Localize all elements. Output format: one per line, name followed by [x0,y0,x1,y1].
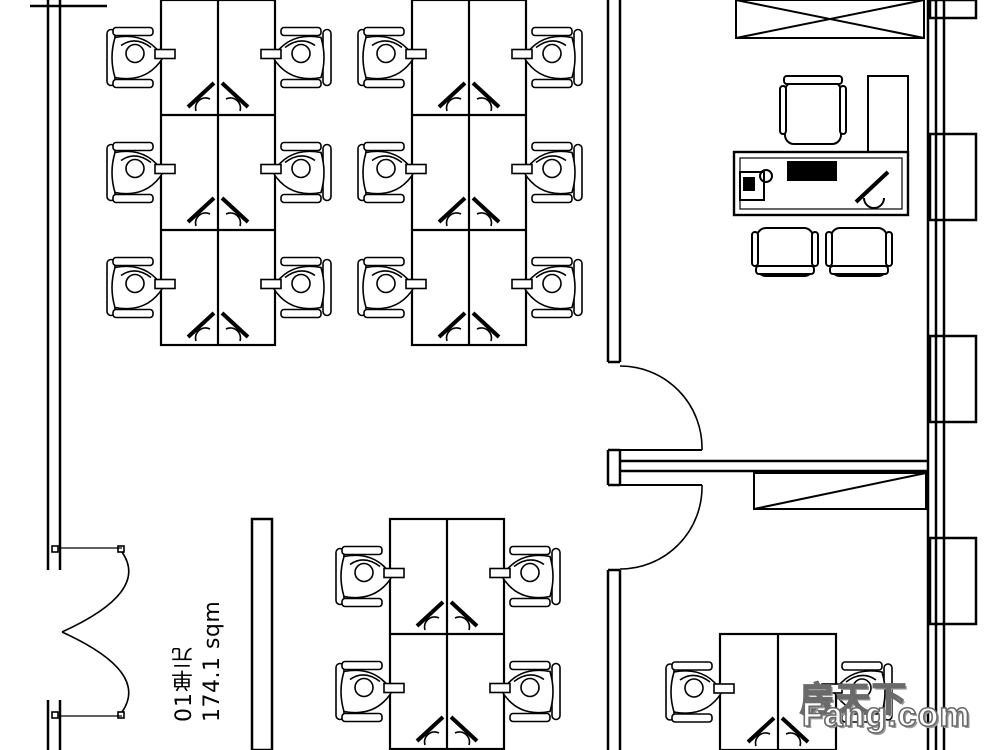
office-chair [511,256,583,319]
office-chair [357,26,427,89]
watermark-line2: Fang.com [801,695,971,735]
room-label: 01单元 174.1 sqm [171,582,231,722]
walls [30,0,978,750]
armchair [751,227,819,277]
room-area: 174.1 sqm [200,600,225,722]
monitor-icon [746,716,776,747]
monitor-icon [186,81,216,112]
desk-clusters [159,0,838,750]
office-chair [511,26,583,89]
manager-office-furniture [732,75,910,277]
monitor-icon [780,716,810,747]
monitor-icon [471,81,501,112]
monitor-icon [186,311,216,342]
office-chair [335,660,405,723]
monitor-icon [449,715,479,746]
office-chair [106,26,176,89]
room-name: 01单元 [172,646,197,722]
office-chair [106,256,176,319]
monitor-icon [437,196,467,227]
office-chair [511,141,583,204]
office-chair [357,141,427,204]
storage-cabinets [735,0,927,510]
monitor-icon [471,311,501,342]
office-chair [489,545,561,608]
watermark-logo: 房天下 Fang.com [796,672,996,742]
office-chair [821,661,893,723]
monitor-icon [220,81,250,112]
monitor-icon [437,81,467,112]
monitor-icon [437,311,467,342]
monitor-icon [415,600,445,631]
monitor-icon [449,600,479,631]
armchair [779,75,847,145]
office-chair [260,256,332,319]
monitor-icon [220,311,250,342]
monitor-icon [186,196,216,227]
office-chairs [106,26,893,723]
monitor-icon [220,196,250,227]
office-chair [106,141,176,204]
watermark-line1: 房天下 [799,680,908,720]
office-chair [335,545,405,608]
monitor-icon [415,715,445,746]
monitor-icon [471,196,501,227]
office-chair [665,661,735,723]
office-chair [489,660,561,723]
monitors [186,81,810,747]
armchair [825,227,893,277]
office-chair [260,141,332,204]
office-chair [260,26,332,89]
doors [51,365,703,719]
office-chair [357,256,427,319]
